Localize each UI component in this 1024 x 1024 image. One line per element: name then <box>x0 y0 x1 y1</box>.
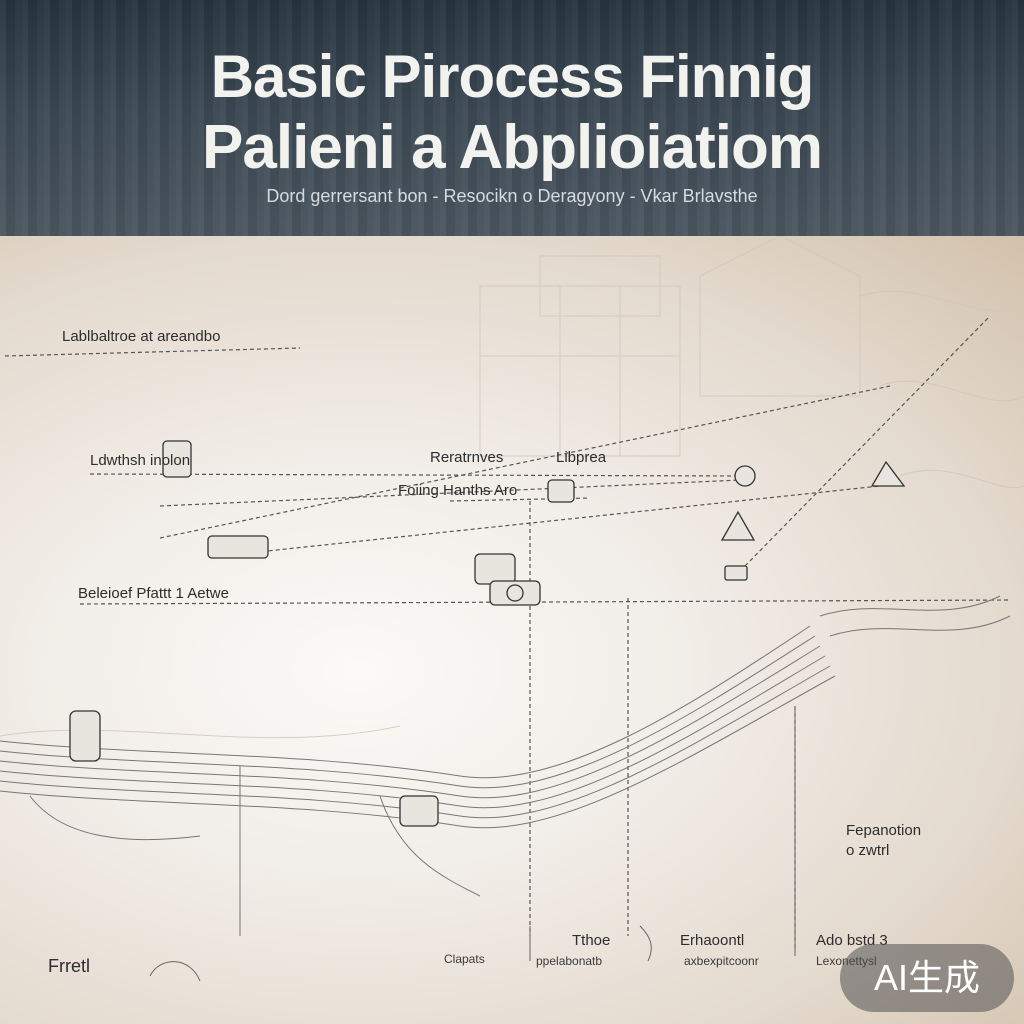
process-diagram <box>0 236 1024 982</box>
label-lablbaltroe: Lablbaltroe at areandbo <box>62 328 221 345</box>
label-fepanotion: Fepanotion <box>846 822 922 839</box>
label-foiing-hanths: Foiing Hanths Aro <box>398 482 518 499</box>
title-line-1: Basic Pirocess Finnig <box>210 43 815 110</box>
title-line-2: Palieni a Abplioiatiom <box>202 113 823 182</box>
device-icon <box>399 795 439 827</box>
device-markers <box>69 440 906 827</box>
label-beleioef: Beleioef Pfattt 1 Aetwe <box>78 585 229 602</box>
bottom-lines <box>149 706 796 982</box>
label-axbexpitcoonr: axbexpitcoonr <box>684 954 759 968</box>
label-tthoe: Tthoe <box>572 932 611 949</box>
label-zwtrl: o zwtrl <box>846 842 890 859</box>
label-erhaoontl: Erhaoontl <box>680 932 745 949</box>
label-frretl: Frretl <box>48 956 90 976</box>
device-icon <box>162 440 192 478</box>
device-icon <box>474 553 516 585</box>
device-icon <box>69 710 101 762</box>
device-icon <box>720 510 756 541</box>
device-icon <box>724 565 748 581</box>
node-circle-marker <box>734 465 756 487</box>
header-texture <box>0 0 1024 236</box>
background-sketch <box>0 236 1024 739</box>
node-circle-marker <box>506 584 524 602</box>
diagram-background <box>0 236 1024 1024</box>
device-icon <box>870 460 906 487</box>
device-icon <box>547 479 575 503</box>
label-ldwthsh: Ldwthsh inolon <box>90 452 191 469</box>
header-banner: Basic Pirocess Finnig Palieni a Abplioia… <box>0 0 1024 236</box>
device-icon <box>207 535 269 559</box>
label-reratrnves: Reratrnves <box>430 449 504 466</box>
subtitle: Dord gerrersant bon - Resocikn o Deragyo… <box>266 186 758 206</box>
flow-ribbon <box>0 595 1011 936</box>
label-clapats: Clapats <box>444 952 485 966</box>
ai-generated-badge: AI生成 <box>840 944 1014 1012</box>
label-ppelabonatb: ppelabonatb <box>536 954 603 968</box>
label-libprea: Libprea <box>556 449 607 466</box>
